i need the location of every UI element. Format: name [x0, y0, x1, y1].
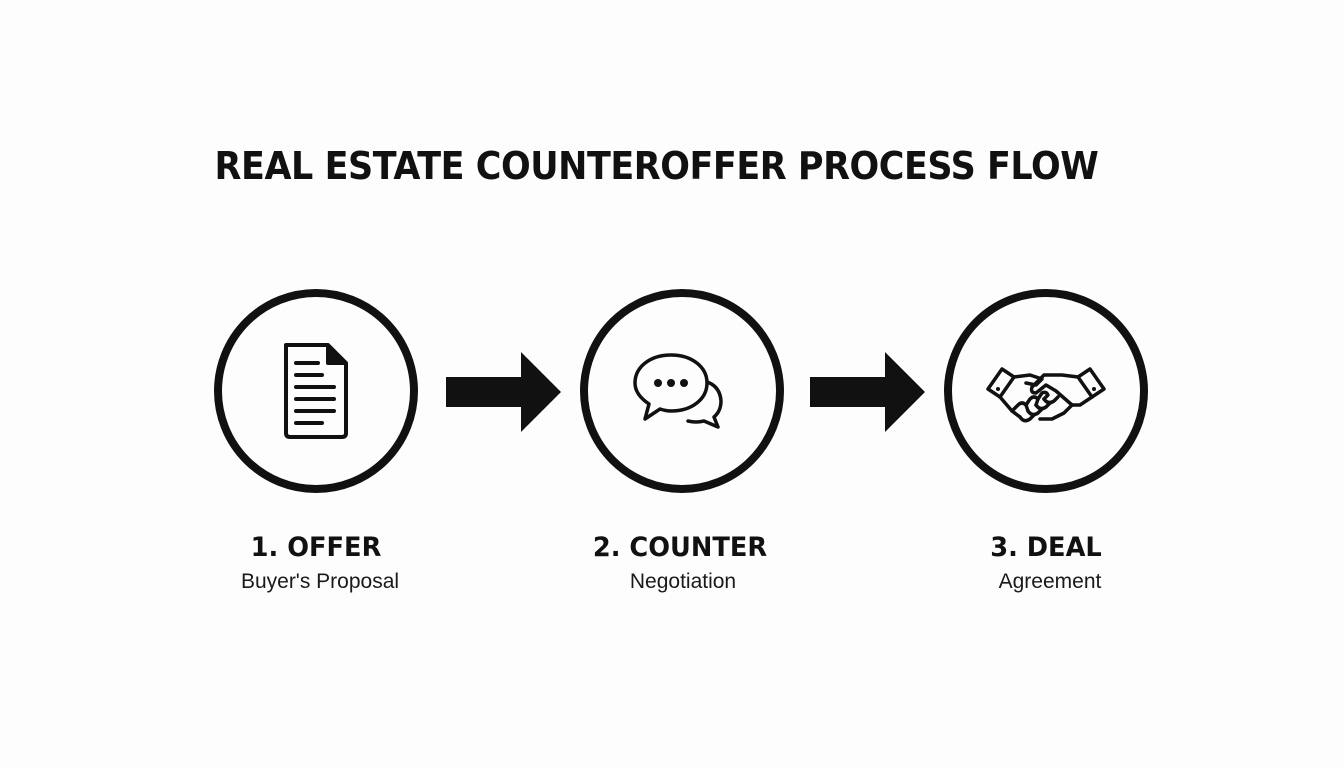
arrow-right-icon	[810, 352, 925, 432]
arrow-right-icon	[446, 352, 561, 432]
step-offer-sublabel: Buyer's Proposal	[240, 570, 400, 593]
handshake-icon	[986, 367, 1106, 423]
step-counter-circle	[580, 289, 784, 493]
document-icon	[284, 343, 348, 439]
step-deal-sublabel: Agreement	[998, 570, 1102, 593]
step-deal-circle	[944, 289, 1148, 493]
diagram-title: REAL ESTATE COUNTEROFFER PROCESS FLOW	[214, 144, 1099, 188]
chat-bubbles-icon	[633, 353, 723, 429]
step-deal-label: 3. DEAL	[990, 532, 1102, 563]
step-counter-sublabel: Negotiation	[629, 570, 737, 593]
step-counter-label: 2. COUNTER	[592, 532, 768, 563]
step-offer-label: 1. OFFER	[250, 532, 382, 563]
step-offer-circle	[214, 289, 418, 493]
